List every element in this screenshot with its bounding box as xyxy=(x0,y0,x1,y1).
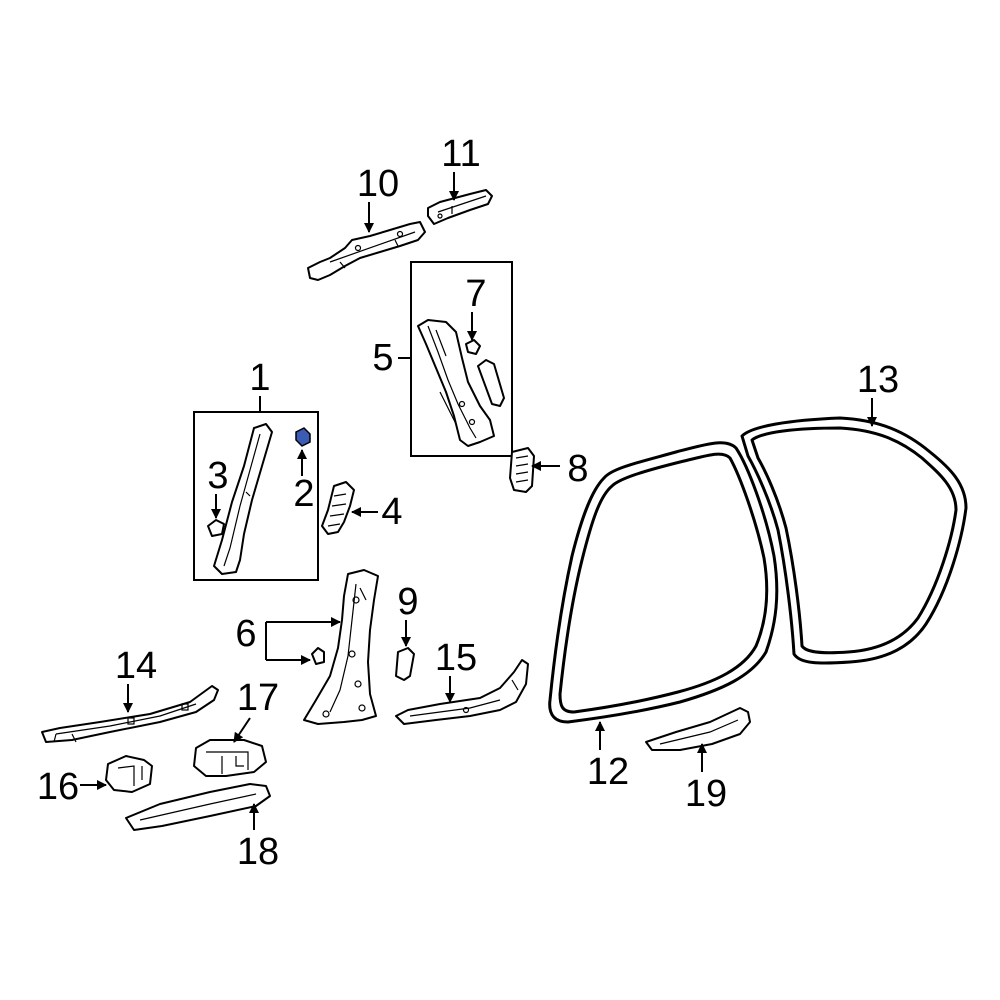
callout-10: 10 xyxy=(357,163,399,205)
callout-16: 16 xyxy=(37,766,79,808)
callout-9: 9 xyxy=(397,581,418,623)
group-1-frame xyxy=(193,411,319,581)
part-9-pad xyxy=(395,647,415,681)
callout-8: 8 xyxy=(567,448,588,490)
callout-10-leader: 10 xyxy=(357,163,399,233)
callout-6: 6 xyxy=(235,613,256,655)
part-17-bracket xyxy=(193,739,267,777)
part-14-sill-plate xyxy=(41,685,219,743)
callout-12-leader: 12 xyxy=(587,721,629,793)
callout-13-leader: 13 xyxy=(857,359,899,427)
callout-3: 3 xyxy=(207,455,228,497)
callout-2-leader: 2 xyxy=(293,449,315,515)
callout-7: 7 xyxy=(465,273,486,315)
callout-11-leader: 11 xyxy=(441,133,481,201)
part-13-rear-door-weatherstrip xyxy=(740,416,968,665)
callout-1: 1 xyxy=(249,357,270,399)
part-8-cover xyxy=(509,447,535,493)
callout-15-leader: 15 xyxy=(435,637,477,703)
callout-11: 11 xyxy=(441,133,480,175)
part-6-clip xyxy=(311,647,325,665)
callout-17-leader: 17 xyxy=(233,677,279,743)
part-16-bracket xyxy=(105,755,153,793)
callout-18: 18 xyxy=(237,831,279,873)
part-1-front-pillar-trim xyxy=(213,423,273,575)
callout-18-leader: 18 xyxy=(237,803,279,873)
callout-17: 17 xyxy=(237,677,279,719)
part-10-roof-rail-trim xyxy=(307,221,426,281)
callout-12: 12 xyxy=(587,751,629,793)
callout-16-leader: 16 xyxy=(37,766,107,808)
part-12-front-door-weatherstrip xyxy=(548,441,779,724)
callout-3-leader: 3 xyxy=(207,455,229,519)
callout-9-leader: 9 xyxy=(397,581,419,647)
callout-5: 5 xyxy=(372,337,393,379)
callout-7-leader: 7 xyxy=(465,273,487,341)
callout-5-leader: 5 xyxy=(372,337,411,379)
part-2-clip xyxy=(295,427,311,447)
part-18-scuff-plate xyxy=(125,783,271,831)
callout-4: 4 xyxy=(381,491,402,533)
callout-19: 19 xyxy=(685,773,727,815)
callout-14: 14 xyxy=(115,645,157,687)
callout-1-leader: 1 xyxy=(249,357,271,412)
part-11-trim-bracket xyxy=(427,189,493,225)
callout-14-leader: 14 xyxy=(115,645,157,713)
callout-2: 2 xyxy=(293,473,314,515)
part-4-handle xyxy=(321,481,355,535)
callout-13: 13 xyxy=(857,359,899,401)
part-5-upper-pillar-trim xyxy=(417,319,505,447)
part-7-clip xyxy=(465,339,481,355)
callout-19-leader: 19 xyxy=(685,743,727,815)
callout-8-leader: 8 xyxy=(531,448,589,490)
part-6-center-pillar-trim xyxy=(303,569,379,725)
part-19-scuff-plate xyxy=(645,707,751,751)
part-3-clip xyxy=(207,519,225,537)
callout-4-leader: 4 xyxy=(351,491,403,533)
callout-6-leader: 6 xyxy=(235,613,341,665)
callout-15: 15 xyxy=(435,637,477,679)
